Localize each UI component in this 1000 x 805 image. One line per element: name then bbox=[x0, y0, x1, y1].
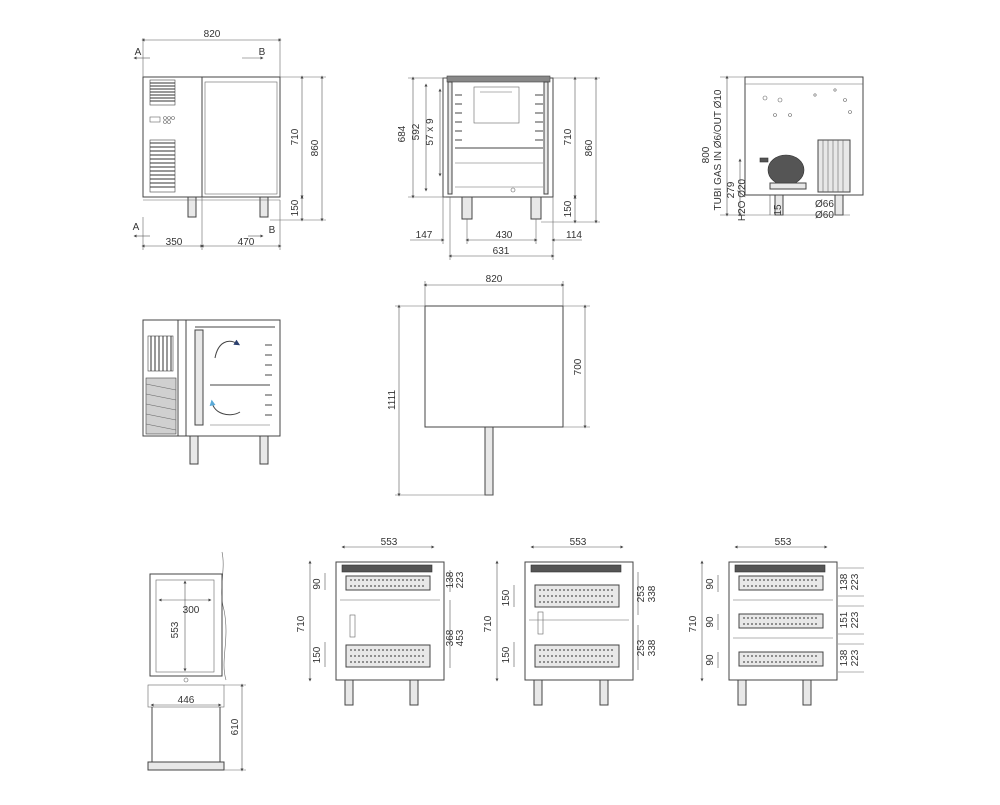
side-width-114-label: 114 bbox=[566, 230, 582, 241]
section-a-top-label: A bbox=[135, 47, 142, 58]
plan-total-label: 1111 bbox=[387, 390, 398, 410]
tray-height-553-label: 553 bbox=[170, 621, 181, 638]
drawer-view-1: 553 710 90 150 138 223 368 453 bbox=[296, 537, 466, 706]
side-height-860-label: 860 bbox=[584, 139, 595, 156]
side-foot-left bbox=[461, 196, 473, 220]
rear-15-label: 15 bbox=[773, 204, 784, 216]
front-width-label: 820 bbox=[204, 29, 221, 40]
plan-width-label: 820 bbox=[486, 274, 503, 285]
tray-width-446-label: 446 bbox=[178, 695, 195, 706]
airflow-out-arrow bbox=[214, 339, 241, 359]
tray-view: 300 553 446 610 bbox=[147, 551, 246, 772]
drawer3-left-dim-1: 90 bbox=[705, 578, 716, 590]
drawer2-right-dim-2: 338 bbox=[647, 585, 658, 602]
plan-tray-support bbox=[484, 426, 494, 496]
drawer2-height-label: 710 bbox=[483, 615, 494, 632]
drawer3-height-label: 710 bbox=[688, 615, 699, 632]
drawer3-right-dim-1: 138 bbox=[839, 573, 850, 590]
drawer3-right-dim-5: 138 bbox=[839, 649, 850, 666]
rear-water-drain-label: H2O Ø20 bbox=[737, 178, 748, 221]
side-section-view: 684 592 57 x 9 710 150 860 147 430 114 6… bbox=[397, 75, 600, 260]
drawer3-right-dim-6: 223 bbox=[850, 649, 861, 666]
rear-foot-right bbox=[834, 194, 844, 216]
side-height-710-label: 710 bbox=[563, 128, 574, 145]
drawer3-right-dim-3: 151 bbox=[839, 611, 850, 628]
drawer2-left-dim-1: 150 bbox=[501, 589, 512, 606]
section-a-bottom-label: A bbox=[133, 222, 140, 233]
drawer1-height-label: 710 bbox=[296, 615, 307, 632]
side-shelves-label: 57 x 9 bbox=[425, 118, 436, 146]
condenser-block bbox=[817, 139, 851, 193]
drawer1-left-dim-2: 150 bbox=[312, 646, 323, 663]
tray-width-300-label: 300 bbox=[183, 605, 200, 616]
drawer1-left-dim-1: 90 bbox=[312, 578, 323, 590]
side-height-592-label: 592 bbox=[411, 123, 422, 140]
drawer3-left-dim-2: 90 bbox=[705, 616, 716, 628]
drawer-view-2: 553 710 150 150 253 338 253 338 bbox=[483, 537, 658, 706]
evaporator-block bbox=[145, 377, 177, 435]
side-width-147-label: 147 bbox=[416, 230, 433, 241]
drawer2-left-dim-2: 150 bbox=[501, 646, 512, 663]
compressor bbox=[767, 154, 805, 186]
side-shelf-rails bbox=[455, 94, 543, 141]
front-height-150-label: 150 bbox=[290, 199, 301, 216]
drawer2-right-dim-4: 338 bbox=[647, 639, 658, 656]
rear-height-279-label: 279 bbox=[726, 181, 737, 198]
front-grille-bottom bbox=[149, 139, 176, 193]
drawer3-right-dim-2: 223 bbox=[850, 573, 861, 590]
airflow-foot-right bbox=[259, 435, 269, 465]
front-height-860-label: 860 bbox=[310, 139, 321, 156]
drawer1-width-label: 553 bbox=[381, 537, 398, 548]
control-panel bbox=[149, 116, 175, 124]
drawer3-width-label: 553 bbox=[775, 537, 792, 548]
section-b-top-label: B bbox=[259, 47, 266, 58]
front-height-710-label: 710 bbox=[290, 128, 301, 145]
front-view: 820 A B A B 350 470 710 150 860 bbox=[133, 29, 326, 250]
rear-height-800-label: 800 bbox=[701, 146, 712, 163]
drawer2-right-dim-3: 253 bbox=[636, 639, 647, 656]
drawer2-right-dim-1: 253 bbox=[636, 585, 647, 602]
drawer2-width-label: 553 bbox=[570, 537, 587, 548]
section-b-bottom-label: B bbox=[269, 225, 276, 236]
front-foot-right bbox=[259, 196, 269, 218]
plan-view: 820 700 1111 bbox=[387, 274, 590, 497]
front-width-350-label: 350 bbox=[166, 237, 183, 248]
drawer1-right-dim-2: 223 bbox=[455, 571, 466, 588]
drawer1-right-dim-1: 138 bbox=[445, 571, 456, 588]
airflow-section-view bbox=[142, 319, 281, 465]
plan-depth-label: 700 bbox=[573, 358, 584, 375]
front-width-470-label: 470 bbox=[238, 237, 255, 248]
tray-height-610-label: 610 bbox=[230, 718, 241, 735]
drawer1-right-dim-4: 453 bbox=[455, 629, 466, 646]
airflow-foot-left bbox=[189, 435, 199, 465]
rear-view: 800 TUBI GAS IN Ø6/OUT Ø10 279 H2O Ø20 1… bbox=[701, 75, 864, 221]
side-height-150-label: 150 bbox=[563, 200, 574, 217]
airflow-rails bbox=[265, 344, 272, 416]
rear-d60-label: Ø60 bbox=[815, 210, 834, 221]
drawer3-right-dim-4: 223 bbox=[850, 611, 861, 628]
airflow-in-arrow bbox=[209, 399, 241, 416]
side-foot-right bbox=[530, 196, 542, 220]
side-width-430-label: 430 bbox=[496, 230, 513, 241]
drawer1-right-dim-3: 368 bbox=[445, 629, 456, 646]
front-foot-left bbox=[187, 196, 197, 218]
drawer3-left-dim-3: 90 bbox=[705, 654, 716, 666]
side-width-631-label: 631 bbox=[493, 246, 510, 257]
rear-gas-pipes-label: TUBI GAS IN Ø6/OUT Ø10 bbox=[713, 89, 724, 210]
drawer-view-3: 553 710 90 90 90 138 223 151 223 138 223 bbox=[688, 537, 864, 706]
front-grille-top bbox=[149, 79, 176, 106]
rear-d66-label: Ø66 bbox=[815, 199, 834, 210]
side-height-684-label: 684 bbox=[397, 125, 408, 142]
